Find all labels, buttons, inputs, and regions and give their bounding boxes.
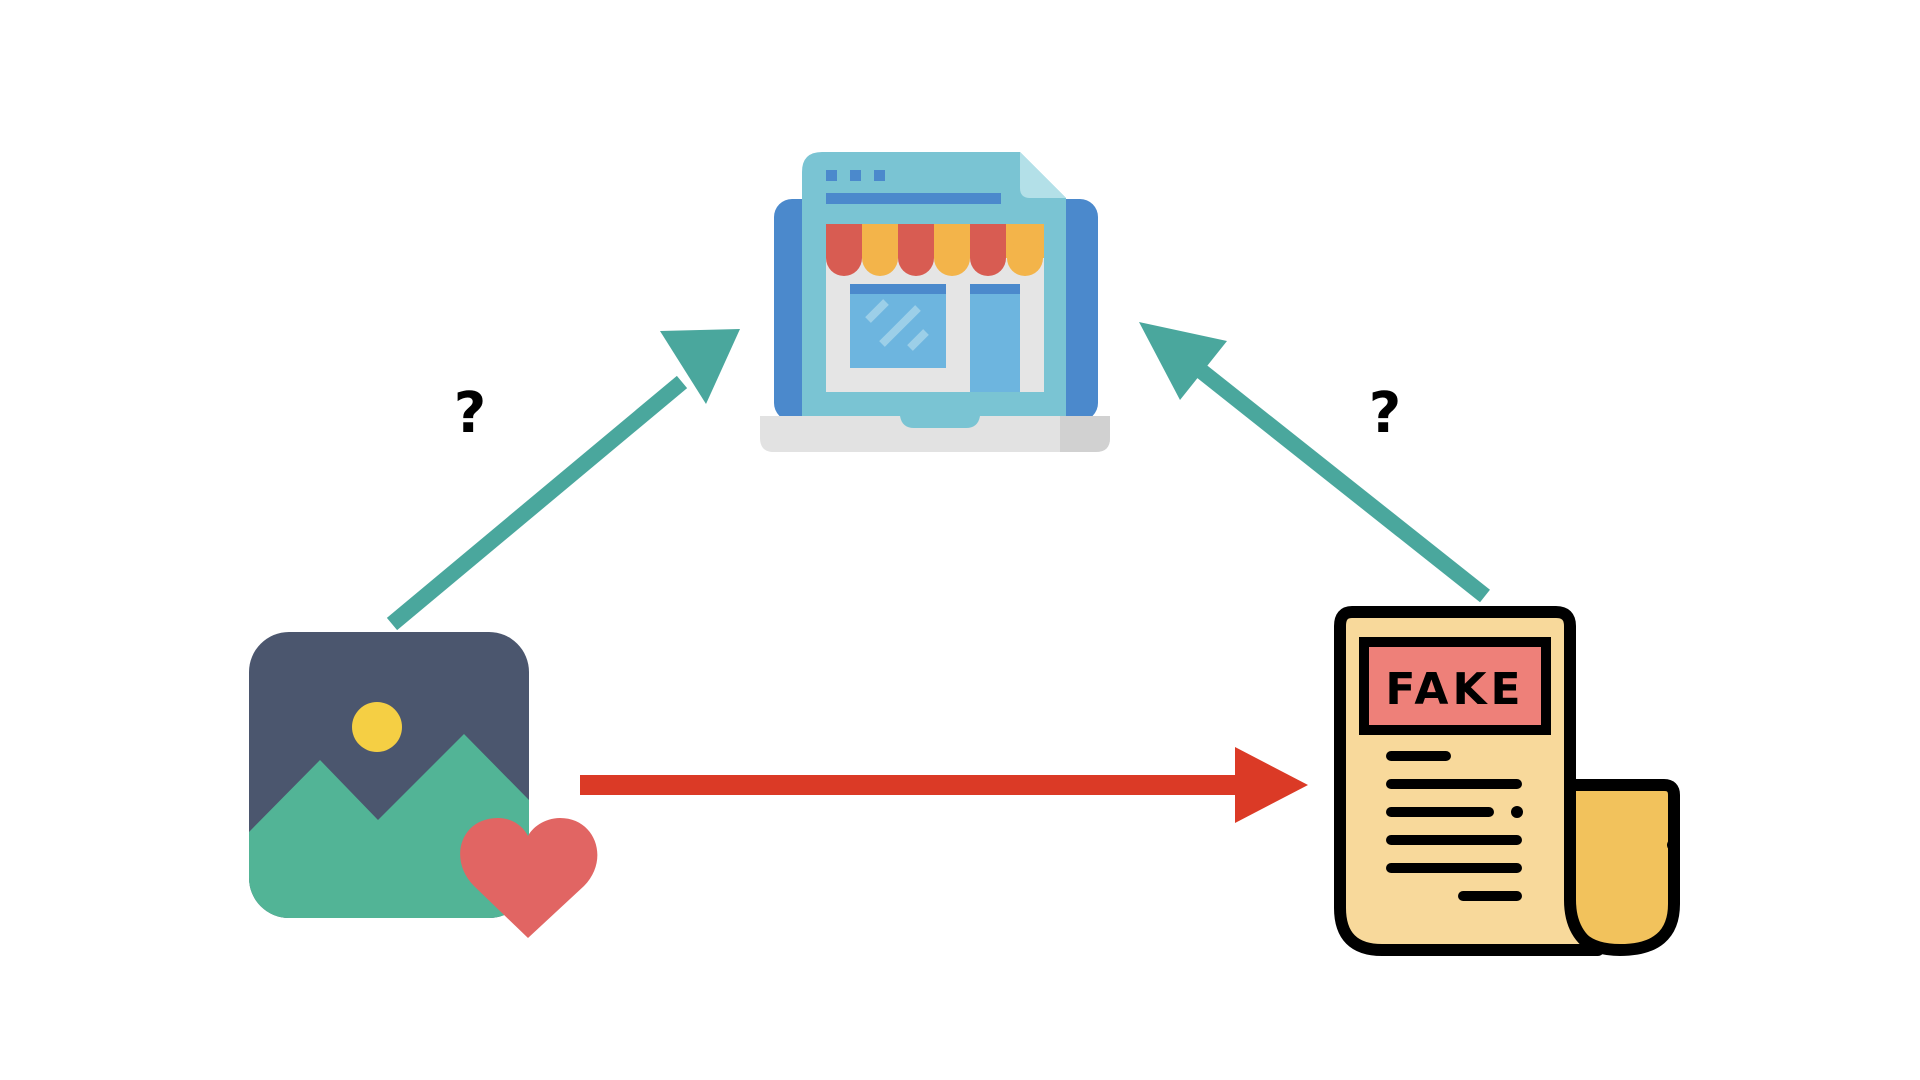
fake-news-newspaper-icon: FAKE <box>1334 606 1680 956</box>
sun-icon <box>352 702 402 752</box>
arrowhead <box>660 329 740 404</box>
newspaper-text-lines <box>1386 751 1522 901</box>
online-shop-laptop-icon <box>760 152 1110 452</box>
arrow-news-to-shop <box>1139 322 1490 603</box>
edge-label-photo-shop: ? <box>454 381 486 446</box>
arrow-photo-to-news <box>580 747 1308 823</box>
favorite-image-icon <box>249 632 598 938</box>
edge-label-news-shop: ? <box>1369 381 1401 446</box>
fake-stamp-text: FAKE <box>1385 664 1524 715</box>
arrowhead <box>1235 747 1308 823</box>
arrowhead <box>1139 322 1227 400</box>
arrow-photo-to-shop <box>386 329 740 631</box>
heart-icon <box>460 818 598 938</box>
